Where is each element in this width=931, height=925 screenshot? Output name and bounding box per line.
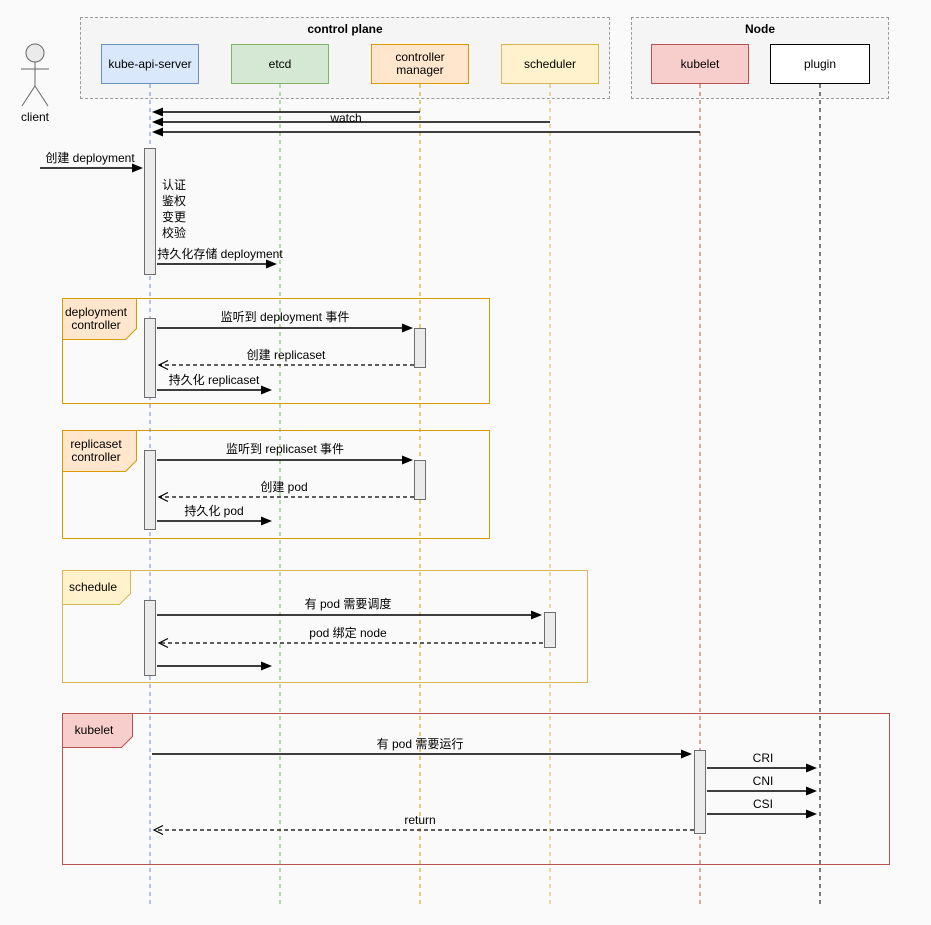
message-arrowhead-icon (261, 516, 272, 526)
api-step-line: 校验 (162, 226, 187, 240)
frame-label-deployment-controller: deployment controller (64, 304, 128, 332)
message-label: 创建 pod (260, 480, 308, 494)
message-arrowhead-icon (806, 809, 817, 819)
message-arrowhead-icon (152, 127, 163, 137)
message-label: 监听到 deployment 事件 (220, 310, 350, 324)
actor-client-label: client (20, 110, 49, 124)
message-label: return (404, 813, 436, 827)
message-label: watch (330, 111, 362, 125)
activation-bar (694, 750, 706, 834)
message-label: 持久化存储 deployment (157, 247, 283, 261)
message-arrowhead-icon (531, 610, 542, 620)
frame-label-kubelet: kubelet (74, 722, 114, 737)
message-arrowhead-icon (402, 323, 413, 333)
participant-plugin: plugin (770, 44, 870, 84)
frame-label-replicaset-controller: replicaset controller (70, 436, 122, 464)
message-label: 持久化 pod (184, 504, 244, 518)
message-open-arrowhead-icon (157, 637, 169, 649)
participant-kube-api-server: kube-api-server (101, 44, 199, 84)
message-label: 有 pod 需要调度 (304, 597, 392, 611)
message-label: 持久化 replicaset (168, 373, 260, 387)
activation-bar (544, 612, 556, 648)
group-title: control plane (307, 22, 383, 36)
message-arrowhead-icon (806, 763, 817, 773)
message-arrowhead-icon (152, 107, 163, 117)
message-label: 创建 replicaset (246, 348, 326, 362)
frame-label-shape (62, 713, 133, 748)
message-arrowhead-icon (402, 455, 413, 465)
message-arrowhead-icon (266, 259, 277, 269)
message-label: pod 绑定 node (309, 626, 387, 640)
message-open-arrowhead-icon (152, 824, 164, 836)
frame-deployment-controller (62, 298, 490, 404)
activation-bar (144, 148, 156, 275)
message-open-arrowhead-icon (157, 491, 169, 503)
frame-label-shape (62, 570, 131, 605)
frame-label-schedule: schedule (68, 579, 118, 594)
api-step-line: 变更 (162, 210, 187, 224)
api-step-line: 鉴权 (162, 194, 187, 208)
activation-bar (414, 328, 426, 368)
message-label: 创建 deployment (45, 151, 135, 165)
activation-bar (144, 450, 156, 530)
message-arrowhead-icon (681, 749, 692, 759)
message-label: 有 pod 需要运行 (376, 737, 464, 751)
message-label: CSI (752, 797, 774, 811)
message-arrowhead-icon (806, 786, 817, 796)
message-label: CNI (752, 774, 774, 788)
frame-schedule (62, 570, 588, 683)
api-processing-steps: 认证鉴权变更校验 (162, 177, 186, 241)
message-open-arrowhead-icon (157, 359, 169, 371)
actor-client-leg-icon (21, 85, 36, 107)
activation-bar (144, 318, 156, 398)
actor-client-leg-icon (34, 85, 49, 107)
participant-etcd: etcd (231, 44, 329, 84)
frame-kubelet (62, 713, 890, 865)
frame-replicaset-controller (62, 430, 490, 539)
message-arrowhead-icon (152, 117, 163, 127)
participant-controller-manager: controller manager (371, 44, 469, 84)
frame-label-shape (62, 298, 137, 340)
participant-kubelet: kubelet (651, 44, 749, 84)
message-label: CRI (752, 751, 774, 765)
message-arrowhead-icon (261, 385, 272, 395)
group-title: Node (745, 22, 775, 36)
api-step-line: 认证 (162, 178, 187, 192)
message-label: 监听到 replicaset 事件 (225, 442, 345, 456)
message-arrowhead-icon (261, 661, 272, 671)
frame-label-shape (62, 430, 137, 472)
message-arrowhead-icon (132, 163, 143, 173)
activation-bar (414, 460, 426, 500)
participant-scheduler: scheduler (501, 44, 599, 84)
activation-bar (144, 600, 156, 676)
